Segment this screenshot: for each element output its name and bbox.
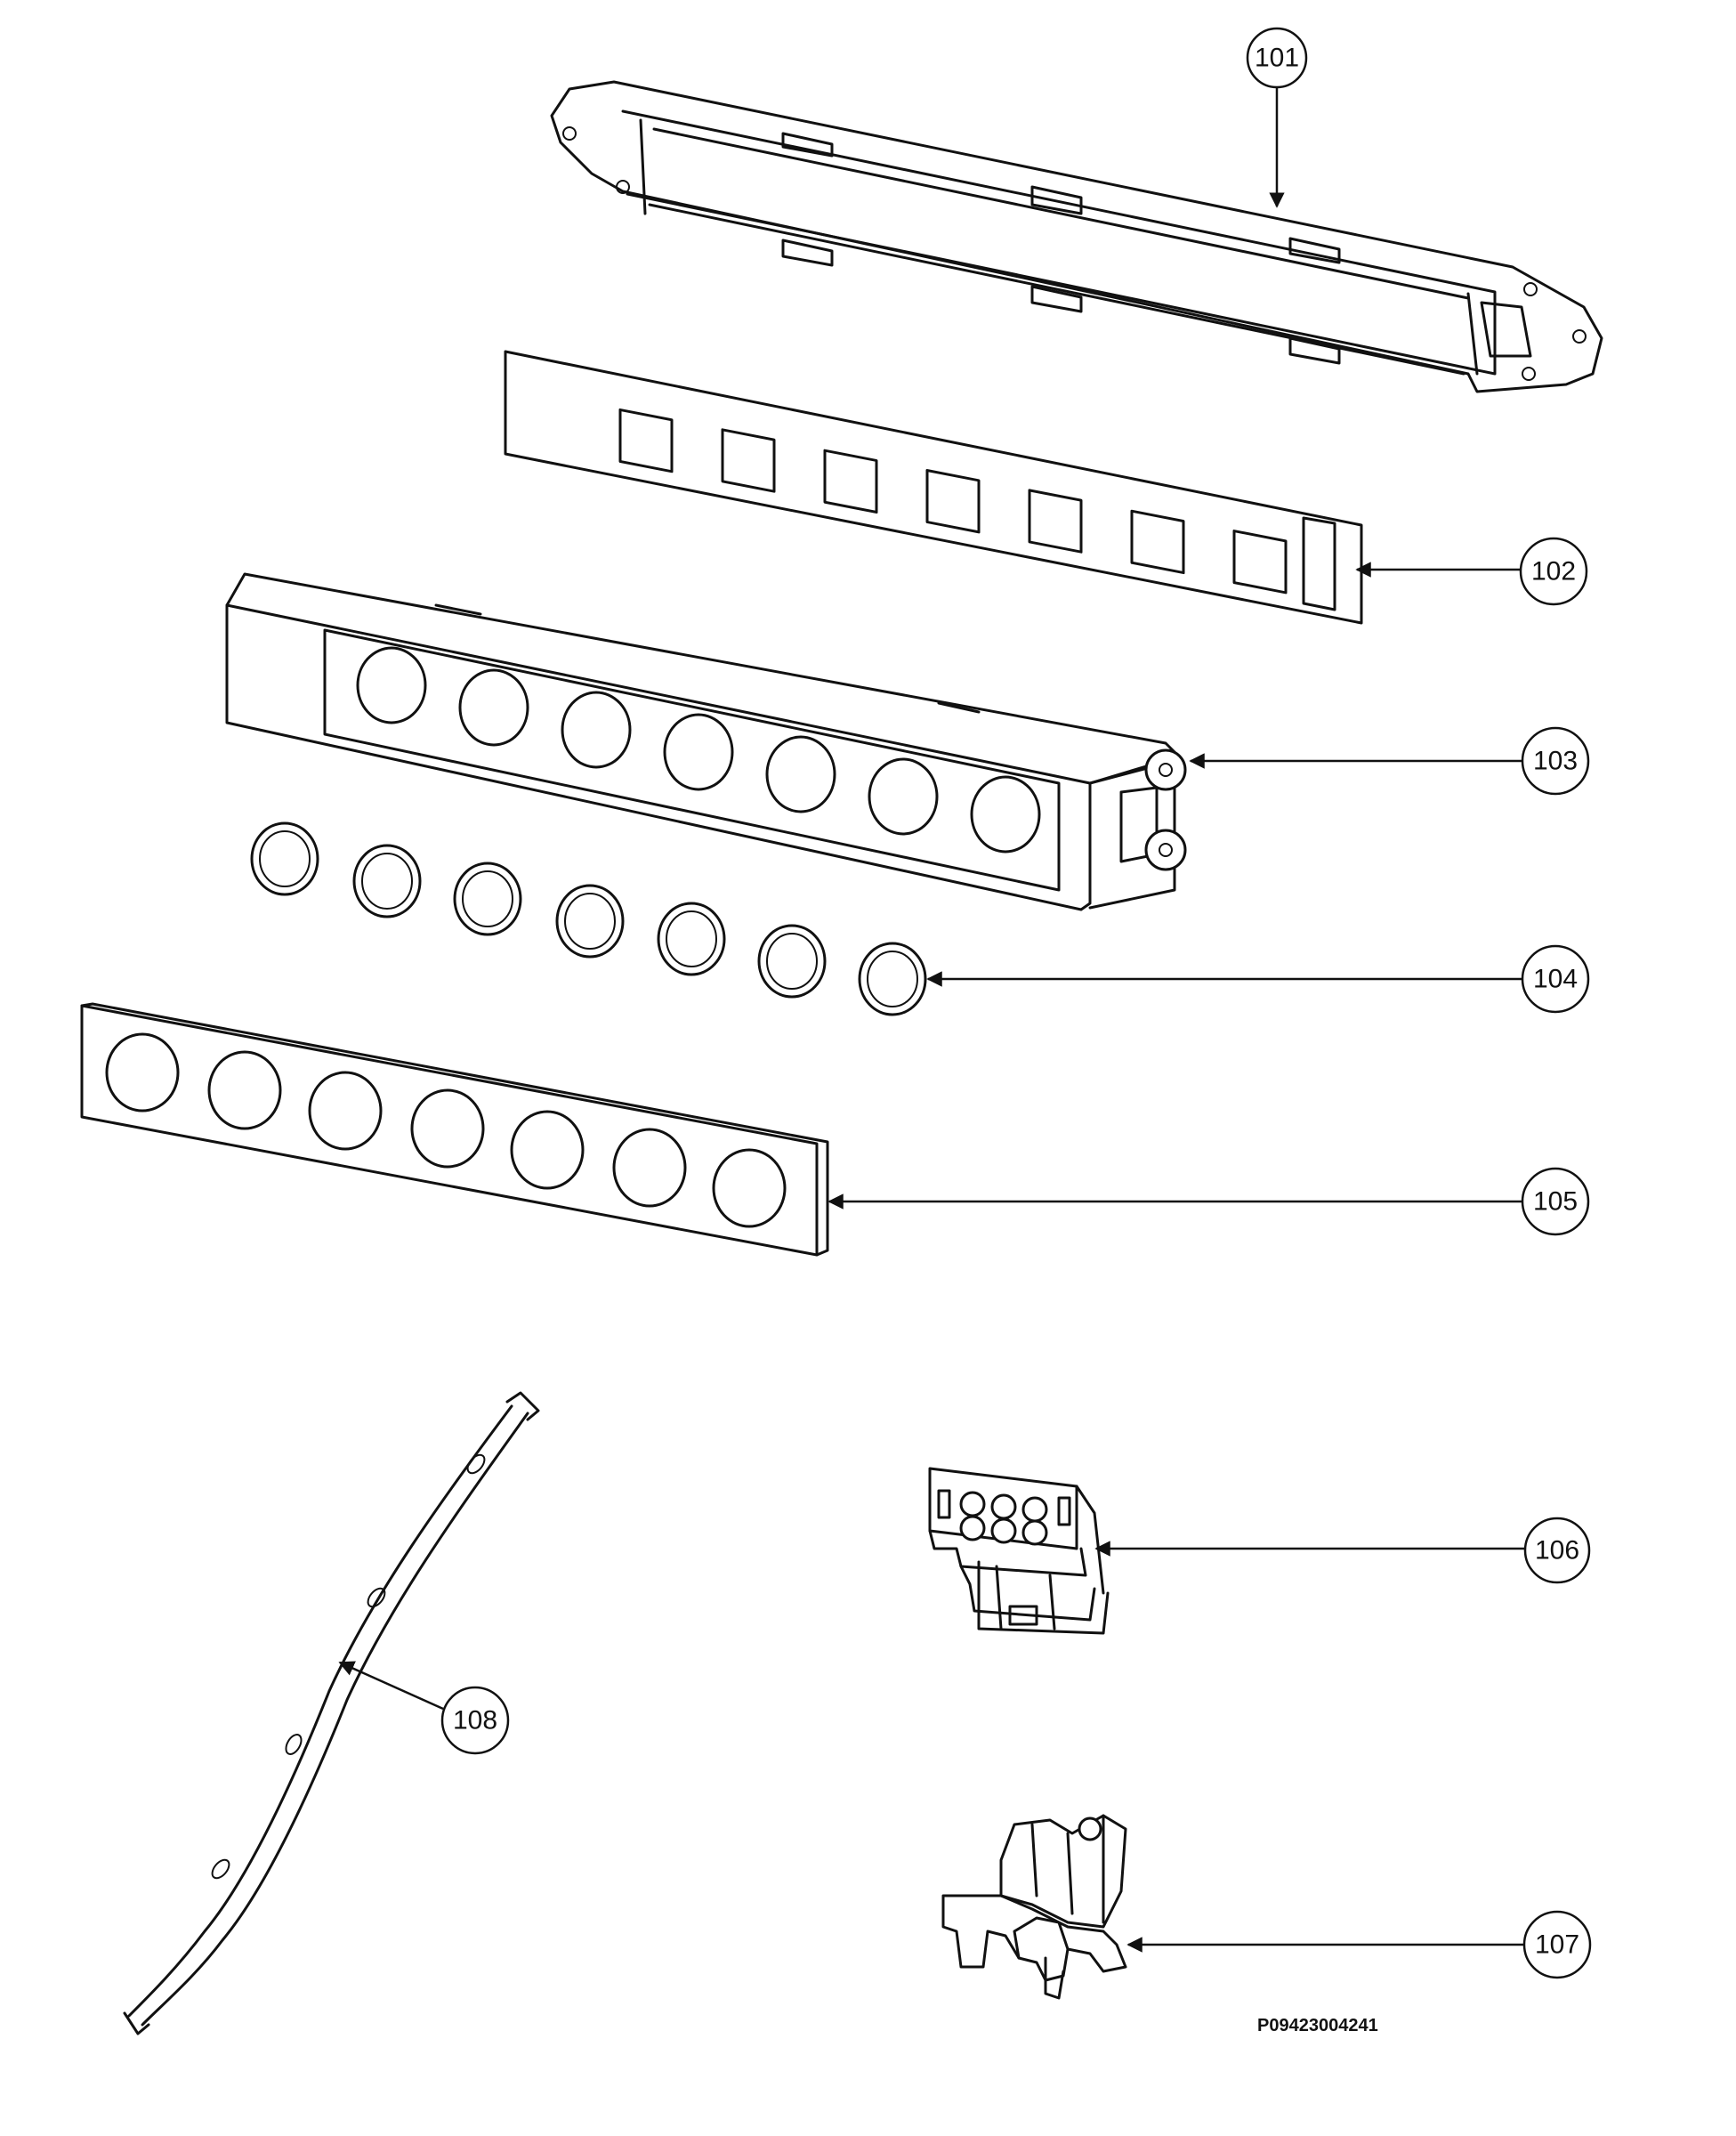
switch-row [618,408,1288,595]
callout-102: 102 [1519,537,1588,606]
callout-106: 106 [1523,1517,1591,1584]
callout-108: 108 [440,1686,510,1755]
callout-label: 105 [1533,1187,1578,1217]
callout-103: 103 [1521,726,1590,796]
document-number: P09423004241 [1257,2016,1378,2035]
part-105-front-panel [80,1002,829,1257]
callout-105: 105 [1521,1167,1590,1236]
part-102-switch-board [504,350,1363,625]
callout-label: 104 [1533,965,1578,994]
callout-101: 101 [1246,27,1308,89]
callout-label: 107 [1535,1930,1579,1960]
callout-label: 102 [1531,557,1576,587]
part-101-frame [550,80,1603,393]
callout-label: 103 [1533,747,1578,776]
callout-label: 108 [453,1706,497,1736]
part-106-connector [928,1467,1110,1635]
part-107-terminal [941,1814,1127,2000]
part-103-housing [225,572,1187,911]
callout-label: 106 [1535,1536,1579,1566]
housing-holes [356,646,1041,854]
callout-104: 104 [1521,944,1590,1014]
callout-107: 107 [1522,1910,1592,1979]
leader-lines [338,87,1526,1953]
callout-label: 101 [1255,44,1299,73]
part-104-button-caps [250,821,927,1016]
part-108-tube [123,1391,540,2035]
